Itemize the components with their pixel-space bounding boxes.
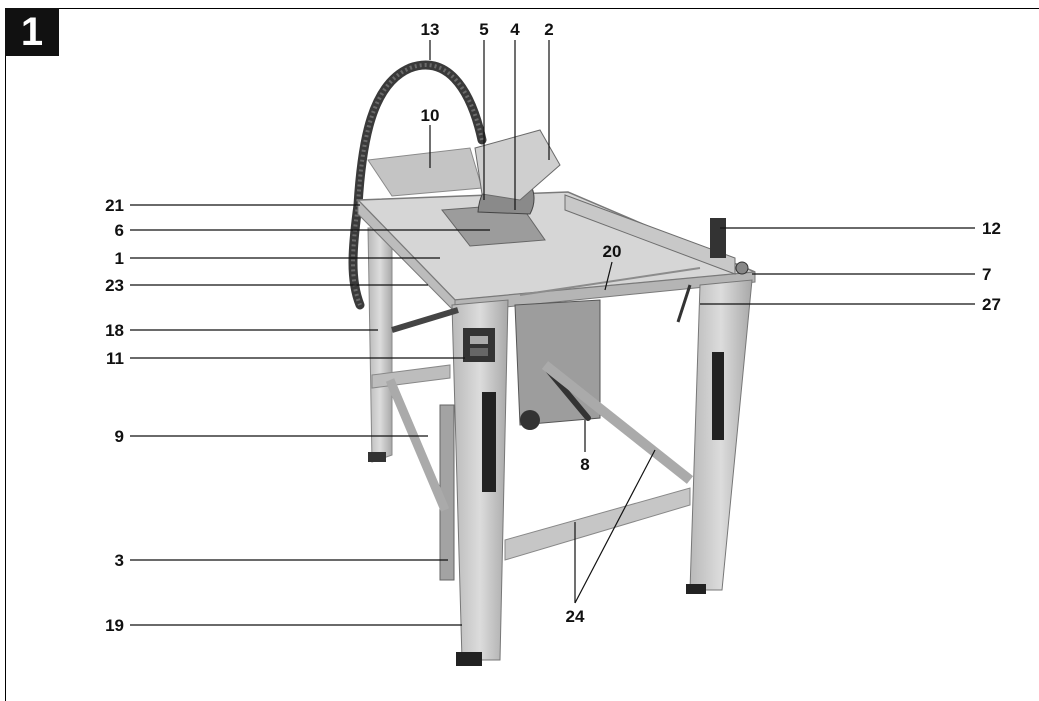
fence-handle [710,218,726,258]
callout-18: 18 [105,321,124,340]
table-saw-illustration [348,60,756,666]
rip-fence [564,194,736,275]
callout-9: 9 [115,427,124,446]
callout-labels: 13 5 4 2 10 21 6 1 23 18 11 9 3 19 20 12… [105,20,1001,635]
callout-21: 21 [105,196,124,215]
motor-housing [514,299,601,426]
on-off-switch [463,328,495,362]
callout-4: 4 [510,20,520,39]
frame-left-border [5,8,6,701]
callout-2: 2 [544,20,553,39]
cross-brace-diagonal [541,361,694,484]
blade-guard [474,129,561,201]
callout-3: 3 [115,551,124,570]
leg-front-left [451,299,509,661]
callout-20: 20 [603,242,622,261]
callout-5: 5 [479,20,488,39]
callout-12: 12 [982,219,1001,238]
callout-6: 6 [115,221,124,240]
frame-top-border [5,8,1039,9]
figure-number-badge: 1 [5,8,59,56]
leg-handle-right [712,352,724,440]
extension-table [367,147,483,197]
callout-1: 1 [115,249,124,268]
leg-handle-left [482,392,496,492]
callout-7: 7 [982,265,991,284]
leg-back-left [367,227,393,463]
callout-24: 24 [566,607,585,626]
callout-11: 11 [106,349,124,368]
callout-13: 13 [421,20,440,39]
callout-8: 8 [580,455,589,474]
callout-10: 10 [421,106,440,125]
cross-brace-lower [504,487,691,561]
callout-27: 27 [982,295,1001,314]
callout-19: 19 [105,616,124,635]
callout-23: 23 [105,276,124,295]
leader-lines [130,40,975,626]
